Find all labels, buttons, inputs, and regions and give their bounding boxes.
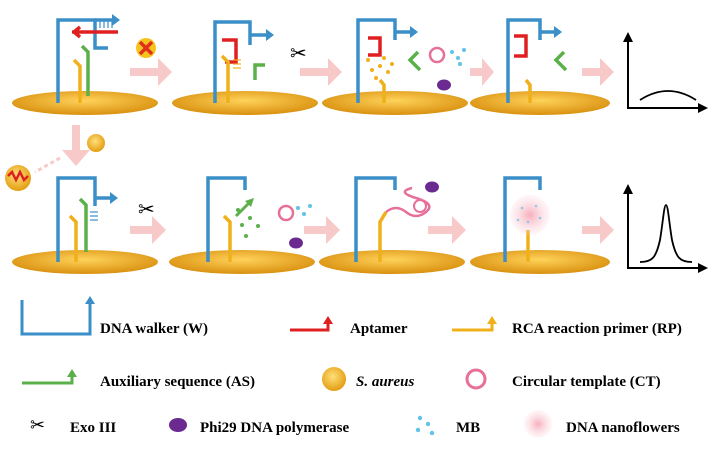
flow-arrow [300, 58, 342, 86]
legend-nanoflower-symbol [524, 410, 552, 438]
circle-template-icon [428, 46, 446, 64]
legend-walker-label: DNA walker (W) [100, 321, 208, 337]
rca-primer [72, 58, 82, 103]
flow-arrow [582, 216, 614, 244]
flow-arrow [130, 58, 172, 86]
flow-arrow [428, 216, 466, 244]
flow-arrow [304, 216, 340, 244]
legend-auxiliary-label: Auxiliary sequence (AS) [100, 374, 255, 390]
mb-dots-icon [296, 204, 312, 216]
mb-dots-icon [450, 48, 466, 66]
signal-curve [639, 204, 693, 263]
legend-polymerase-label: Phi29 DNA polymerase [200, 420, 350, 436]
legend-template-symbol [465, 368, 487, 390]
legend-template-label: Circular template (CT) [512, 374, 661, 390]
legend-exo-symbol: ✂ [30, 415, 45, 436]
polymerase-icon [289, 237, 303, 249]
legend-primer-label: RCA reaction primer (RP) [512, 321, 682, 337]
panel-row1-3 [322, 18, 468, 115]
legend-aptamer-label: Aptamer [350, 321, 408, 337]
signal-chart-low [623, 32, 708, 113]
legend-bacteria-label: S. aureus [356, 374, 415, 390]
signal-chart-peak [623, 184, 708, 273]
panel-row2-1 [12, 176, 158, 274]
panel-row1-4 [470, 18, 610, 115]
flow-arrow [130, 216, 166, 244]
block-icon [136, 38, 156, 58]
legend-walker-symbol [20, 300, 92, 336]
panel-row2-2 [169, 176, 315, 274]
polymerase-icon [437, 79, 451, 91]
scissors-icon: ✂ [290, 41, 307, 65]
legend-nanoflowers-label: DNA nanoflowers [566, 420, 680, 436]
nanoflower-icon [510, 195, 550, 235]
flow-arrow [62, 125, 90, 166]
aptamer-bacteria-complex [5, 165, 31, 191]
platform [322, 91, 468, 115]
scissors-icon: ✂ [138, 197, 155, 221]
legend: DNA walker (W) Aptamer RCA reaction prim… [20, 296, 682, 438]
flow-arrow [582, 58, 614, 86]
legend-bacteria-symbol [322, 367, 346, 391]
panel-row1-2 [172, 20, 318, 115]
platform [12, 250, 158, 274]
legend-exo-label: Exo III [70, 420, 116, 436]
flow-arrow [470, 58, 494, 86]
legend-mb-symbol [415, 415, 435, 436]
aptamer [72, 25, 118, 39]
legend-auxiliary-symbol [22, 375, 74, 385]
platform [12, 91, 158, 115]
legend-primer-symbol [452, 322, 494, 332]
circle-template-icon [277, 204, 295, 222]
panel-row2-3 [319, 176, 465, 274]
platform [470, 250, 610, 274]
legend-aptamer-symbol [290, 322, 330, 332]
legend-polymerase-symbol [169, 418, 187, 432]
platform [169, 250, 315, 274]
auxiliary-sequence [80, 44, 90, 96]
bacteria-icon [87, 134, 105, 152]
legend-mb-label: MB [456, 420, 480, 436]
panel-row2-4 [470, 176, 610, 274]
panel-row1-1 [12, 14, 158, 115]
platform [172, 91, 318, 115]
signal-curve [639, 90, 697, 101]
platform [319, 250, 465, 274]
platform [470, 91, 610, 115]
